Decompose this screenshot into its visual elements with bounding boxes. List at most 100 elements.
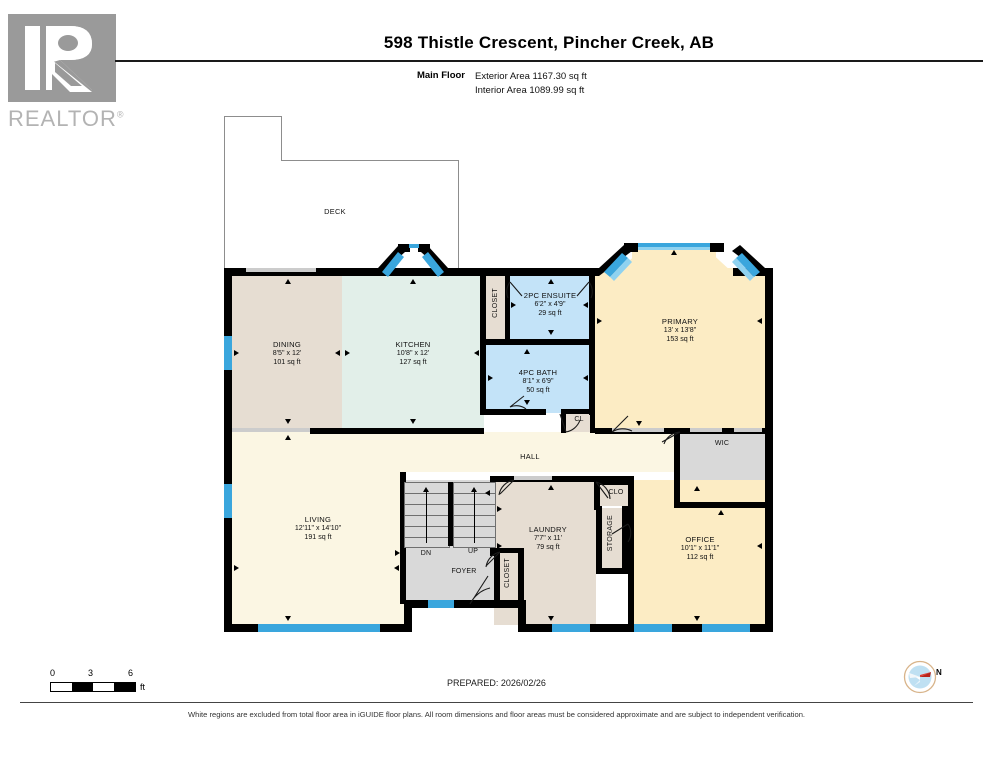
dim-tick-office-right [757,543,762,549]
wall-storage-left [596,506,602,574]
sill-wic-top-opening-2 [734,428,762,432]
dim-tick-kitchen-left [345,350,350,356]
dim-tick-primary-bottom [636,421,642,426]
room-fill-4pc-bath [486,345,591,413]
room-label-foyer-name: FOYER [451,568,477,575]
room-label-4pc-bath-area: 50 sq ft [526,386,550,395]
wall-clo-top [594,480,634,485]
dim-tick-ensuite-left [511,302,516,308]
dim-tick-kitchen-top [410,279,416,284]
room-label-office-dims: 10'1" x 11'1" [680,544,720,553]
window-living-bottom [258,624,380,632]
wall-exterior-top [224,268,492,276]
area-summary: Exterior Area 1167.30 sq ft Interior Are… [475,70,587,98]
dim-tick-office-bottom [694,616,700,621]
room-label-clo: CLO [601,489,631,496]
scale-bar: 0 3 6 ft [50,668,145,692]
dim-tick-primary-right [757,318,762,324]
wall-wic-left [674,428,680,506]
window-laundry-bottom [552,624,590,632]
room-label-primary-name: PRIMARY [661,317,699,326]
room-label-office: OFFICE 10'1" x 11'1" 112 sq ft [660,535,740,563]
room-label-kitchen-name: KITCHEN [395,340,431,349]
window-living-left [224,484,232,518]
compass-icon [903,660,937,694]
dim-tick-laundry-top [548,485,554,490]
wall-hall-top-left [310,428,422,434]
room-label-dn-name: DN [420,550,432,557]
interior-area: Interior Area 1089.99 sq ft [475,85,585,96]
room-label-primary-dims: 13' x 13'8" [663,326,697,335]
wall-4pc-bath-bottom [484,409,546,415]
room-label-4pc-bath-name: 4PC BATH [518,368,558,377]
wall-hall-top-kitchen [422,428,484,434]
dim-tick-bath-right [583,375,588,381]
room-label-hall: HALL [505,452,555,461]
wall-wic-bottom [674,502,765,508]
wall-storage-bottom [596,568,628,574]
realtor-r-mark [8,14,116,102]
wall-between-stairs [448,482,453,546]
deck-outline-step-down [281,116,282,161]
room-label-cl: CL [565,416,593,423]
room-label-foyer-closet: CLOSET [504,558,511,588]
scale-bar-graphic [50,682,136,692]
dim-tick-living-right [394,565,399,571]
wall-top-bath-block [484,268,599,276]
wall-4pc-bath-right [589,339,595,415]
page-title: 598 Thistle Crescent, Pincher Creek, AB [383,33,715,52]
sill-laundry-door [514,476,552,480]
deck-outline-left-upper [224,116,225,269]
wall-exterior-left [224,268,232,632]
deck-outline-top-left [224,116,282,117]
window-office-bottom-right [702,624,750,632]
wall-exterior-right-upper [733,268,773,276]
dim-tick-ensuite-bottom [548,330,554,335]
room-label-clo-name: CLO [608,489,624,496]
wall-bottom-foyer [404,600,526,608]
dim-tick-office-top [694,486,700,491]
room-label-primary: PRIMARY 13' x 13'8" 153 sq ft [640,317,720,345]
room-label-deck: DECK [300,207,370,216]
dim-tick-primary-top [671,250,677,255]
wall-ensuite-right [589,268,595,346]
dim-tick-dining-hall [285,435,291,440]
sill-hall-dining-opening [232,428,310,432]
wall-exterior-right [765,268,773,632]
room-label-ensuite-name: 2PC ENSUITE [523,291,577,300]
scale-tick-0: 0 [50,668,56,678]
deck-outline-top-right [281,160,459,161]
wall-foyer-closet-left [494,548,500,608]
room-label-hall-name: HALL [520,452,540,461]
sill-dining-top [246,268,316,272]
wall-living-right [400,472,406,604]
compass-north-label: N [936,668,942,677]
exterior-area: Exterior Area 1167.30 sq ft [475,71,587,82]
wall-4pc-bath-left [480,345,486,415]
room-label-kitchen: KITCHEN 10'8" x 12' 127 sq ft [373,340,453,368]
room-label-foyer: FOYER [440,568,488,575]
room-label-dining-name: DINING [272,340,302,349]
window-office-bottom-left [634,624,672,632]
room-label-kitchen-area: 127 sq ft [399,358,427,367]
room-label-living: LIVING 12'11" x 14'10" 191 sq ft [278,515,358,543]
scale-tick-labels: 0 3 6 [50,668,142,680]
dim-tick-dining-right [335,350,340,356]
dim-tick-living-left [234,565,239,571]
dim-tick-living-bottom [285,616,291,621]
dim-tick-foyer-left [395,550,400,556]
window-dining-left [224,336,232,370]
dim-tick-ensuite-right [583,302,588,308]
floor-label: Main Floor [416,70,465,81]
dim-tick-bath-left [488,375,493,381]
footer-divider [20,702,973,703]
room-label-ensuite-dims: 6'2" x 4'9" [534,300,566,309]
room-label-laundry: LAUNDRY 7'7" x 11' 79 sq ft [513,525,583,553]
room-label-living-area: 191 sq ft [304,533,332,542]
dim-tick-laundry-bottom [548,616,554,621]
room-label-ensuite-area: 29 sq ft [538,309,562,318]
window-foyer-bottom [428,600,454,608]
scale-tick-3: 3 [88,668,94,678]
room-label-storage-name: STORAGE [607,515,614,552]
wall-ensuite-bottom [484,339,595,345]
